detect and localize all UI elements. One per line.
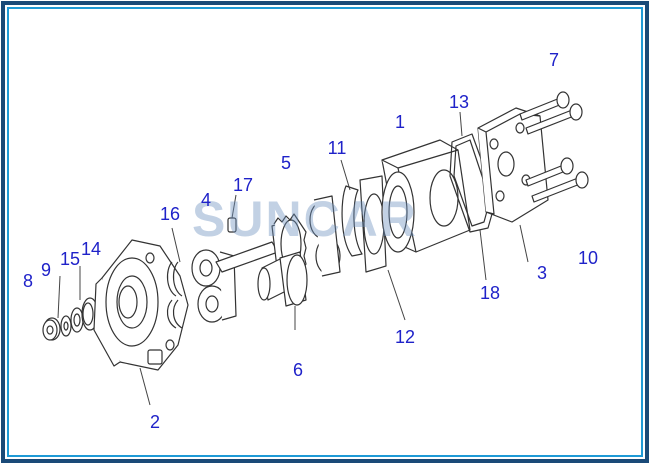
part-front-cover-2 xyxy=(93,239,189,371)
callout-8: 8 xyxy=(22,271,34,291)
callout-18: 18 xyxy=(479,283,501,303)
callout-1: 1 xyxy=(394,112,406,132)
leader-lines xyxy=(57,111,529,406)
callout-12: 12 xyxy=(394,327,416,347)
watermark: SUNCAR xyxy=(192,191,418,247)
callout-4: 4 xyxy=(200,190,212,210)
callout-10: 10 xyxy=(577,248,599,268)
callout-17: 17 xyxy=(232,175,254,195)
callout-6: 6 xyxy=(292,360,304,380)
callout-15: 15 xyxy=(59,249,81,269)
callout-7: 7 xyxy=(548,50,560,70)
callout-5: 5 xyxy=(280,153,292,173)
part-bolts-7 xyxy=(519,91,583,135)
part-key-17 xyxy=(227,217,237,233)
callout-9: 9 xyxy=(40,260,52,280)
part-housing-1 xyxy=(381,139,471,253)
part-ring-15 xyxy=(70,307,84,333)
part-bolts-10 xyxy=(525,157,589,203)
part-nut-8 xyxy=(42,317,61,341)
callout-11: 11 xyxy=(327,138,347,158)
callout-13: 13 xyxy=(448,92,470,112)
part-rear-bushings xyxy=(309,195,341,277)
callout-2: 2 xyxy=(149,412,161,432)
frame-border-inner xyxy=(7,7,643,457)
callout-14: 14 xyxy=(80,239,102,259)
callout-16: 16 xyxy=(159,204,181,224)
callout-3: 3 xyxy=(536,263,548,283)
part-driven-gear-6 xyxy=(257,251,308,307)
part-washer-9 xyxy=(60,315,72,337)
part-snap-rings-16 xyxy=(166,261,183,329)
part-gasket-13 xyxy=(449,133,497,233)
